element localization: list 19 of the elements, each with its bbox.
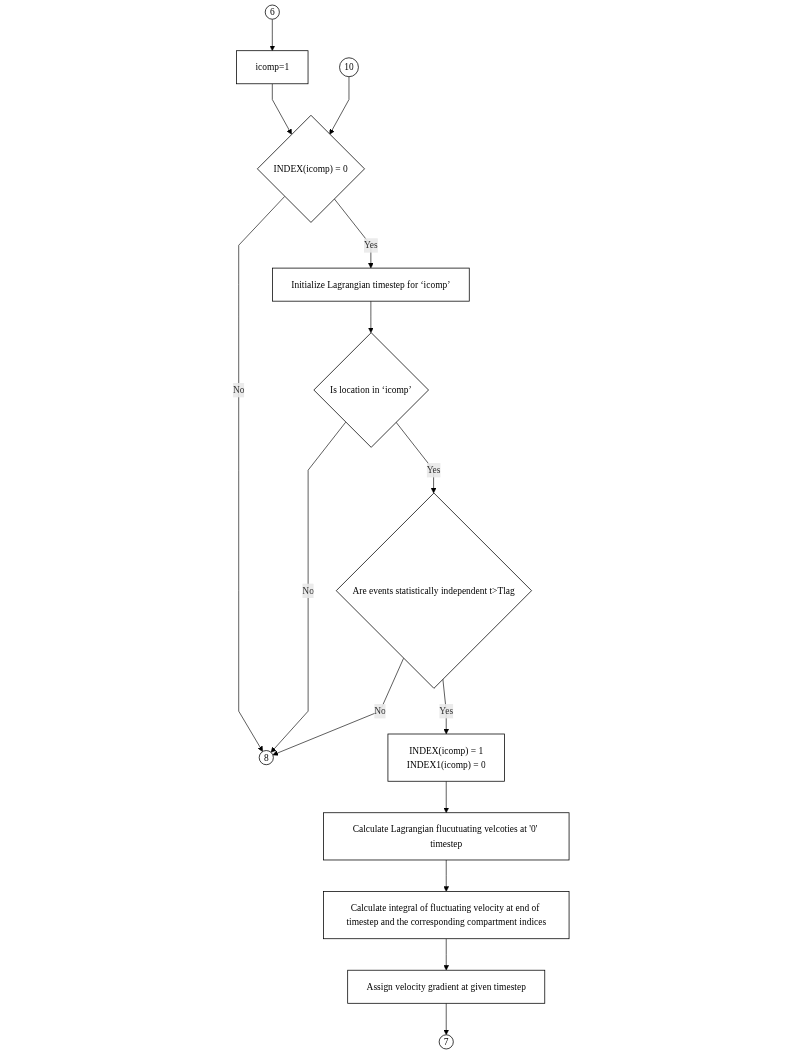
edge-label: No xyxy=(232,384,245,395)
edge-label: Yes xyxy=(363,240,378,251)
node-circle: 6 xyxy=(264,4,280,20)
node-box: INDEX(icomp) = 1 INDEX1(icomp) = 0 xyxy=(387,733,505,782)
node-box: icomp=1 xyxy=(236,50,309,85)
edge-label: Yes xyxy=(439,705,454,717)
node-diamond: Is location in ‘icomp’ xyxy=(313,332,429,448)
node-box: Assign velocity gradient at given timestep xyxy=(347,969,546,1004)
node-box: Calculate Lagrangian flucutuating velcoties at '0' timestep xyxy=(323,812,570,861)
node-diamond: INDEX(icomp) = 0 xyxy=(257,114,365,223)
node-circle: 7 xyxy=(438,1034,454,1050)
edge-label: Yes xyxy=(426,464,441,476)
edge-label: No xyxy=(302,585,314,596)
node-box: Initialize Lagrangian timestep for ‘icomp’ xyxy=(272,267,470,302)
node-box: Calculate integral of fluctuating velocity at end of timestep and the corresponding compartment indices xyxy=(323,891,570,940)
node-circle: 8 xyxy=(258,750,274,766)
node-diamond: Are events statistically independent t>Tlag xyxy=(335,492,532,689)
edge-label: No xyxy=(374,705,386,717)
node-circle: 10 xyxy=(339,57,359,78)
